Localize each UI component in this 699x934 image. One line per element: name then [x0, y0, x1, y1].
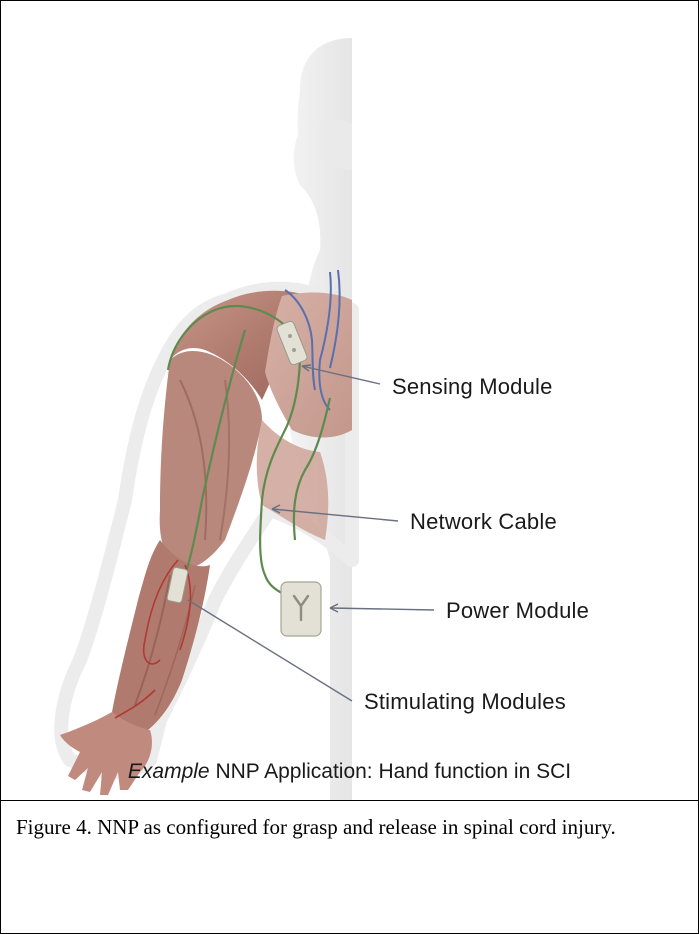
forearm-muscle	[112, 540, 210, 730]
power-module	[281, 582, 321, 636]
figure-caption: Figure 4. NNP as configured for grasp an…	[16, 812, 686, 842]
anatomy-illustration	[0, 0, 699, 800]
stimulating-modules-label: Stimulating Modules	[364, 689, 566, 715]
figure-subtitle: Example NNP Application: Hand function i…	[0, 760, 699, 784]
sensing-module-label: Sensing Module	[392, 374, 553, 400]
network-cable-label: Network Cable	[410, 509, 557, 535]
subtitle-rest: NNP Application: Hand function in SCI	[210, 760, 571, 783]
caption-divider	[0, 800, 699, 801]
subtitle-italic: Example	[128, 760, 210, 783]
power-module-label: Power Module	[446, 598, 589, 624]
